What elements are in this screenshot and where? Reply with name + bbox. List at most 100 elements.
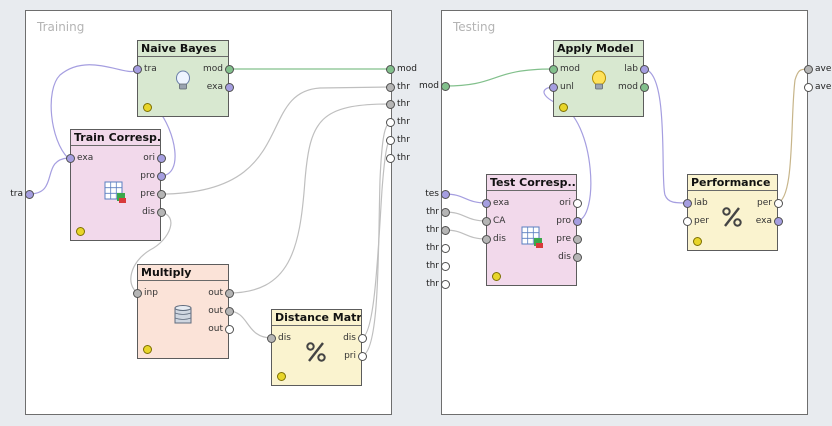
testing-input-port-4[interactable] bbox=[440, 243, 450, 253]
testing-input-port-0[interactable] bbox=[440, 81, 450, 91]
performance-in-port-per[interactable] bbox=[682, 216, 692, 226]
percent-icon bbox=[306, 342, 326, 362]
testing-input-port-2[interactable] bbox=[440, 207, 450, 217]
multiply-in-port-inp[interactable] bbox=[132, 288, 142, 298]
distance-matrix-out-port-pri[interactable] bbox=[357, 351, 367, 361]
distance-matrix-operator[interactable]: Distance Matrix bbox=[271, 309, 362, 386]
training-output-port-3[interactable] bbox=[385, 117, 395, 127]
test-corresp-out-port-pro[interactable] bbox=[572, 216, 582, 226]
train-corresp-out-label-pre: pre bbox=[140, 189, 155, 199]
testing-input-label-2: thr bbox=[426, 207, 439, 217]
train-corresp-out-port-dis[interactable] bbox=[156, 207, 166, 217]
performance-in-label-per: per bbox=[694, 216, 709, 226]
train-corresp-status-icon bbox=[76, 227, 85, 236]
test-corresp-in-port-dis[interactable] bbox=[481, 234, 491, 244]
naive-bayes-operator[interactable]: Naive Bayes bbox=[137, 40, 229, 117]
test-corresp-in-label-CA: CA bbox=[493, 216, 506, 226]
training-output-label-5: thr bbox=[397, 153, 410, 163]
train-corresp-out-port-pre[interactable] bbox=[156, 189, 166, 199]
test-corresp-in-port-exa[interactable] bbox=[481, 198, 491, 208]
multiply-out-label-out: out bbox=[208, 324, 223, 334]
testing-input-port-6[interactable] bbox=[440, 279, 450, 289]
naive-bayes-out-label-exa: exa bbox=[206, 82, 223, 92]
performance-out-label-exa: exa bbox=[755, 216, 772, 226]
testing-output-label-0: ave bbox=[815, 64, 832, 74]
train-corresp-in-label-exa: exa bbox=[77, 153, 94, 163]
apply-model-out-label-mod: mod bbox=[618, 82, 638, 92]
database-icon bbox=[174, 305, 192, 324]
multiply-out-port-out[interactable] bbox=[224, 288, 234, 298]
testing-input-label-4: thr bbox=[426, 243, 439, 253]
performance-in-port-lab[interactable] bbox=[682, 198, 692, 208]
test-corresp-out-label-pre: pre bbox=[556, 234, 571, 244]
performance-out-port-per[interactable] bbox=[773, 198, 783, 208]
training-input-port-0[interactable] bbox=[24, 189, 34, 199]
distance-matrix-title: Distance Matrix bbox=[272, 310, 361, 326]
testing-input-label-1: tes bbox=[425, 189, 439, 199]
multiply-out-port-out[interactable] bbox=[224, 324, 234, 334]
apply-model-title: Apply Model bbox=[554, 41, 643, 57]
naive-bayes-out-port-exa[interactable] bbox=[224, 82, 234, 92]
training-output-port-5[interactable] bbox=[385, 153, 395, 163]
test-corresp-status-icon bbox=[492, 272, 501, 281]
grid-table-icon bbox=[104, 181, 126, 203]
test-corresp-out-port-pre[interactable] bbox=[572, 234, 582, 244]
training-output-label-3: thr bbox=[397, 117, 410, 127]
apply-model-operator[interactable]: Apply Model bbox=[553, 40, 644, 117]
train-corresp-out-port-ori[interactable] bbox=[156, 153, 166, 163]
training-panel-title: Training bbox=[37, 20, 85, 34]
testing-output-label-1: ave bbox=[815, 82, 832, 92]
train-corresp-in-port-exa[interactable] bbox=[65, 153, 75, 163]
apply-model-out-port-lab[interactable] bbox=[639, 64, 649, 74]
train-corresp-out-port-pro[interactable] bbox=[156, 171, 166, 181]
apply-model-out-port-mod[interactable] bbox=[639, 82, 649, 92]
train-corresp-title: Train Corresp... bbox=[71, 130, 160, 146]
testing-input-label-5: thr bbox=[426, 261, 439, 271]
apply-model-in-label-mod: mod bbox=[560, 64, 580, 74]
distance-matrix-out-port-dis[interactable] bbox=[357, 333, 367, 343]
multiply-title: Multiply bbox=[138, 265, 228, 281]
test-corresp-out-label-dis: dis bbox=[558, 252, 571, 262]
testing-input-label-0: mod bbox=[419, 81, 439, 91]
test-corresp-out-label-pro: pro bbox=[556, 216, 571, 226]
testing-input-port-3[interactable] bbox=[440, 225, 450, 235]
test-corresp-out-port-dis[interactable] bbox=[572, 252, 582, 262]
testing-output-port-1[interactable] bbox=[803, 82, 813, 92]
distance-matrix-in-port-dis[interactable] bbox=[266, 333, 276, 343]
training-input-label-0: tra bbox=[10, 189, 23, 199]
apply-model-in-port-unl[interactable] bbox=[548, 82, 558, 92]
testing-input-port-5[interactable] bbox=[440, 261, 450, 271]
training-output-port-1[interactable] bbox=[385, 82, 395, 92]
testing-input-port-1[interactable] bbox=[440, 189, 450, 199]
test-corresp-operator[interactable]: Test Corresp... bbox=[486, 174, 577, 286]
test-corresp-out-label-ori: ori bbox=[559, 198, 571, 208]
naive-bayes-out-port-mod[interactable] bbox=[224, 64, 234, 74]
multiply-in-label-inp: inp bbox=[144, 288, 158, 298]
test-corresp-in-port-CA[interactable] bbox=[481, 216, 491, 226]
training-output-label-2: thr bbox=[397, 99, 410, 109]
apply-model-out-label-lab: lab bbox=[624, 64, 638, 74]
training-output-port-0[interactable] bbox=[385, 64, 395, 74]
naive-bayes-status-icon bbox=[143, 103, 152, 112]
training-output-port-2[interactable] bbox=[385, 99, 395, 109]
naive-bayes-in-port-tra[interactable] bbox=[132, 64, 142, 74]
test-corresp-out-port-ori[interactable] bbox=[572, 198, 582, 208]
apply-model-in-port-mod[interactable] bbox=[548, 64, 558, 74]
distance-matrix-status-icon bbox=[277, 372, 286, 381]
naive-bayes-out-label-mod: mod bbox=[203, 64, 223, 74]
lightbulb-icon bbox=[176, 70, 190, 90]
performance-out-port-exa[interactable] bbox=[773, 216, 783, 226]
performance-out-label-per: per bbox=[757, 198, 772, 208]
training-output-port-4[interactable] bbox=[385, 135, 395, 145]
lightbulb-lit-icon bbox=[592, 70, 606, 90]
multiply-out-port-out[interactable] bbox=[224, 306, 234, 316]
testing-output-port-0[interactable] bbox=[803, 64, 813, 74]
testing-input-label-6: thr bbox=[426, 279, 439, 289]
performance-operator[interactable]: Performance bbox=[687, 174, 778, 251]
performance-in-label-lab: lab bbox=[694, 198, 708, 208]
train-corresp-out-label-pro: pro bbox=[140, 171, 155, 181]
train-corresp-operator[interactable]: Train Corresp... bbox=[70, 129, 161, 241]
apply-model-in-label-unl: unl bbox=[560, 82, 574, 92]
performance-title: Performance bbox=[688, 175, 777, 191]
distance-matrix-in-label-dis: dis bbox=[278, 333, 291, 343]
